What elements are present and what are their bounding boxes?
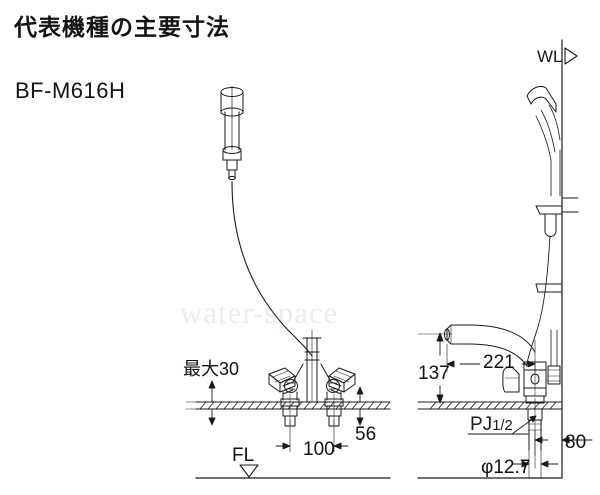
shower-head-side xyxy=(526,85,561,197)
thread-spec-size: 1/2 xyxy=(492,418,513,434)
dim-56-front xyxy=(356,386,364,426)
dim-phi127-side xyxy=(511,449,559,479)
shower-head-front xyxy=(220,85,244,181)
dim-137-side xyxy=(417,332,453,404)
thread-spec-label: PJ1/2 xyxy=(470,415,513,434)
dim-max30-front xyxy=(185,380,231,426)
page-title: 代表機種の主要寸法 xyxy=(14,15,230,41)
deck-hatching-side xyxy=(429,401,557,410)
dim-label-max30: 最大30 xyxy=(183,359,240,379)
shower-hose-front xyxy=(231,181,313,357)
leg-right-front xyxy=(324,391,344,427)
dim-221-side xyxy=(446,339,536,373)
shower-hose-side xyxy=(526,235,551,365)
handle-left-front xyxy=(268,367,296,393)
faucet-body-front xyxy=(268,329,356,427)
faucet-body-side xyxy=(502,329,561,456)
dim-100-front xyxy=(275,419,349,453)
dim-label-56: 56 xyxy=(355,424,377,445)
model-number: BF-M616H xyxy=(15,78,126,103)
handle-right-front xyxy=(328,367,356,393)
dim-label-100: 100 xyxy=(303,439,335,460)
shower-bracket-side xyxy=(535,197,579,237)
dim-label-pipe-diameter: φ12.7 xyxy=(481,457,531,478)
dim-label-137: 137 xyxy=(418,363,450,384)
water-level-label: WL xyxy=(537,47,563,66)
dim-label-80: 80 xyxy=(565,432,587,453)
wall-hook-side xyxy=(535,283,563,293)
dim-label-221: 221 xyxy=(483,352,515,373)
floor-level-label: FL xyxy=(232,445,255,466)
thread-spec-prefix: PJ xyxy=(470,414,493,435)
dim-80-side xyxy=(534,414,593,469)
leader-pj-side xyxy=(467,415,537,435)
spout-side xyxy=(444,324,536,367)
wl-triangle-marker xyxy=(564,47,578,65)
fl-triangle-marker xyxy=(239,464,259,478)
watermark-text: water-space xyxy=(180,295,339,330)
